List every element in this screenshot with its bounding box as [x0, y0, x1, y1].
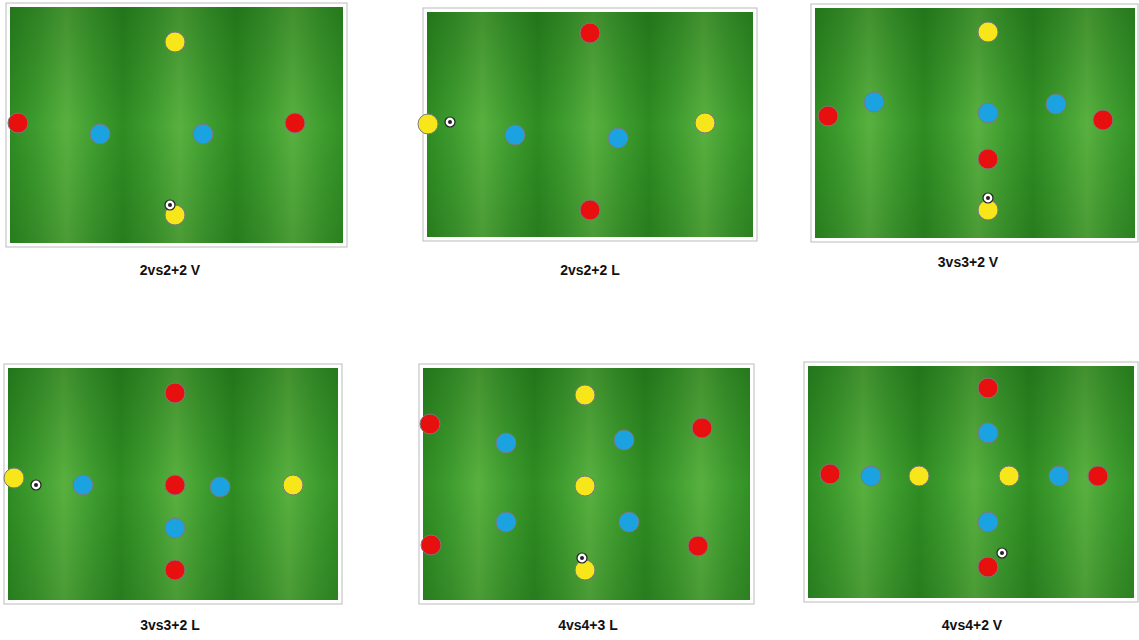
grass-field	[8, 368, 338, 600]
ball	[165, 200, 175, 210]
blue-player	[165, 518, 185, 538]
field-frame	[6, 3, 347, 247]
yellow-player	[575, 476, 595, 496]
blue-player	[505, 125, 525, 145]
yellow-player	[4, 468, 24, 488]
setup-caption: 4vs4+2 V	[942, 617, 1002, 633]
blue-player	[864, 92, 884, 112]
field-frame	[804, 362, 1138, 602]
red-player	[165, 475, 185, 495]
setup-caption: 3vs3+2 L	[140, 617, 200, 633]
grass-field	[815, 8, 1135, 238]
grass-field	[808, 366, 1134, 598]
setup-caption: 2vs2+2 L	[560, 262, 620, 278]
red-player	[8, 113, 28, 133]
red-player	[580, 200, 600, 220]
blue-player	[210, 477, 230, 497]
ball	[577, 553, 587, 563]
red-player	[420, 414, 440, 434]
yellow-player	[283, 475, 303, 495]
yellow-player	[978, 22, 998, 42]
blue-player	[614, 430, 634, 450]
blue-player	[193, 124, 213, 144]
red-player	[978, 557, 998, 577]
field-frame	[4, 364, 342, 604]
grass-shade	[808, 366, 1134, 598]
blue-player	[1049, 466, 1069, 486]
blue-player	[73, 475, 93, 495]
red-player	[285, 113, 305, 133]
red-player	[1088, 466, 1108, 486]
red-player	[820, 464, 840, 484]
red-player	[1093, 110, 1113, 130]
pitch-fields	[4, 3, 1138, 604]
yellow-player	[909, 466, 929, 486]
red-player	[978, 378, 998, 398]
yellow-player	[695, 113, 715, 133]
blue-player	[90, 124, 110, 144]
yellow-player	[165, 32, 185, 52]
grass-shade	[423, 368, 750, 600]
blue-player	[978, 512, 998, 532]
yellow-player	[575, 385, 595, 405]
grass-field	[10, 7, 343, 243]
blue-player	[496, 433, 516, 453]
blue-player	[619, 512, 639, 532]
yellow-player	[418, 114, 438, 134]
blue-player	[861, 466, 881, 486]
blue-player	[1046, 94, 1066, 114]
blue-player	[608, 128, 628, 148]
ball	[983, 193, 993, 203]
grass-field	[427, 12, 753, 237]
red-player	[421, 535, 441, 555]
red-player	[165, 383, 185, 403]
red-player	[165, 560, 185, 580]
red-player	[688, 536, 708, 556]
blue-player	[496, 512, 516, 532]
setup-caption: 2vs2+2 V	[140, 262, 200, 278]
field-frame	[423, 8, 757, 241]
grass-shade	[427, 12, 753, 237]
yellow-player	[999, 466, 1019, 486]
ball	[31, 480, 41, 490]
field-frame	[811, 4, 1138, 242]
grass-shade	[8, 368, 338, 600]
blue-player	[978, 423, 998, 443]
field-frame	[419, 364, 754, 604]
setup-caption: 4vs4+3 L	[558, 617, 618, 633]
red-player	[978, 149, 998, 169]
red-player	[692, 418, 712, 438]
ball	[997, 548, 1007, 558]
balls	[31, 117, 1007, 563]
ball	[445, 117, 455, 127]
red-player	[580, 23, 600, 43]
grass-shade	[10, 7, 343, 243]
player-markers	[4, 22, 1113, 580]
grass-field	[423, 368, 750, 600]
red-player	[818, 106, 838, 126]
yellow-player	[575, 560, 595, 580]
setup-caption: 3vs3+2 V	[938, 254, 998, 270]
grass-shade	[815, 8, 1135, 238]
blue-player	[978, 103, 998, 123]
